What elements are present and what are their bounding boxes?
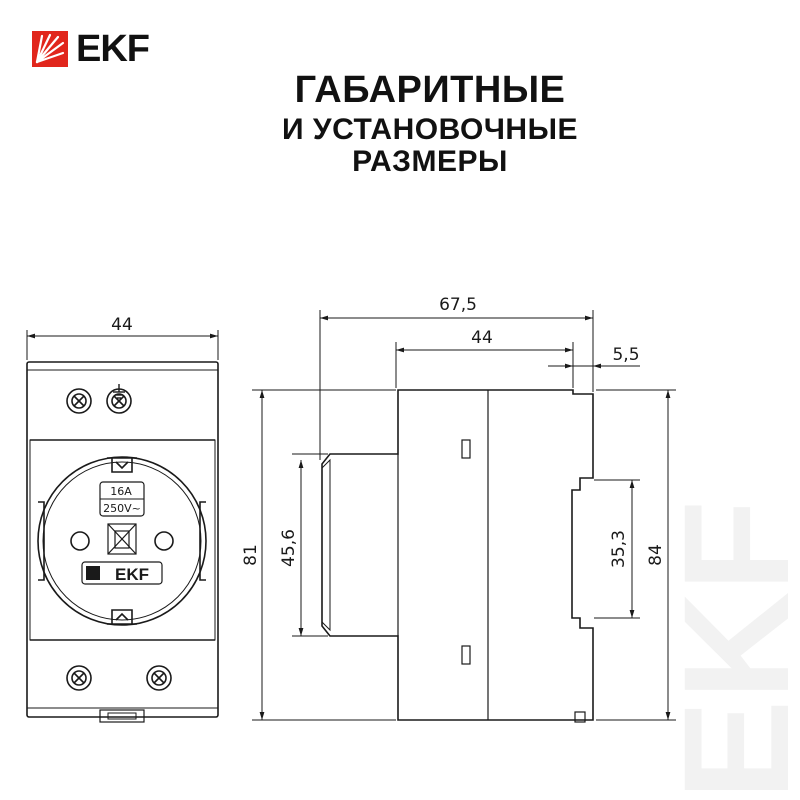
pin-hole-left [70,531,90,551]
front-width-label: 44 [111,315,133,335]
screw-icon [66,388,92,414]
ground-icon [113,384,125,399]
crossed-bin-icon [107,523,137,555]
overall-depth-label: 67,5 [439,295,477,315]
side-body-outline [321,389,594,721]
watermark-text: EKF [652,500,800,800]
socket-logo-plate [81,561,163,585]
title-line-3: РАЗМЕРЫ [352,145,508,178]
front-width-dimension [26,330,219,360]
title-line-2: И УСТАНОВОЧНЫЕ [282,113,578,146]
title-line-1: ГАБАРИТНЫЕ [294,69,566,111]
screw-icon [106,388,132,414]
rating-voltage: 250V~ [103,502,141,515]
page-title: ГАБАРИТНЫЕ И УСТАНОВОЧНЫЕ РАЗМЕРЫ [180,66,680,178]
front-view [26,330,219,723]
brand-name: EKF [76,28,150,70]
side-slot-bottom [461,645,471,665]
face-height-label: 45,6 [279,529,299,567]
front-body-outline [26,361,219,718]
screw-icon [66,665,92,691]
din-latch [99,709,145,723]
front-height-label: 81 [241,544,261,566]
side-slot-top [461,439,471,459]
total-height-label: 84 [646,544,666,566]
earth-clip-top [107,457,137,473]
offset-label: 5,5 [612,345,639,365]
brand-logo: EKF [32,28,150,70]
side-view [252,310,676,723]
rail-height-label: 35,3 [609,530,629,568]
socket-logo-text: EKF [115,565,149,584]
pin-hole-right [154,531,174,551]
earth-clip-bottom [107,609,137,625]
screw-icon [146,665,172,691]
rating-current: 16A [110,485,132,498]
body-depth-label: 44 [471,328,493,348]
ekf-logo-icon [32,31,68,67]
socket-face [37,456,207,626]
